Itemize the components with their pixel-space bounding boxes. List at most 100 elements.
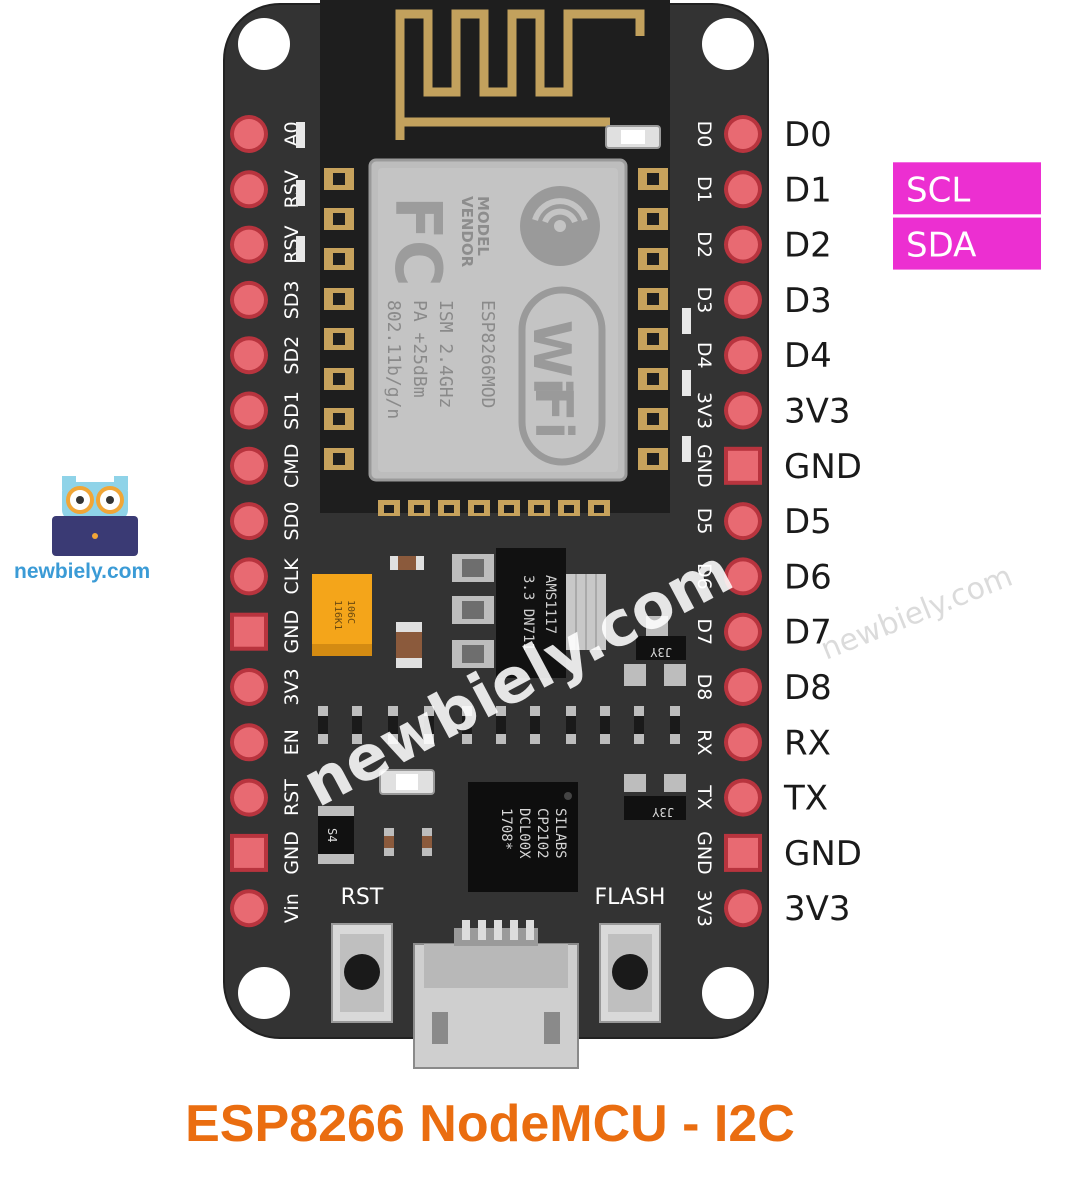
pin-pad-right-0-d0 [724,115,762,153]
left-pin-label-14: Vin [281,893,303,923]
pin-pad-right-5-3v3 [724,391,762,430]
mounting-hole-top-right [702,18,754,70]
pin-pad-left-2-rsv [230,225,268,264]
i2c-tag-label-sda: SDA [906,226,976,266]
external-pin-label-13: GND [784,834,862,874]
module-name: ESP8266MOD [477,300,498,408]
watermark-small: newbiely.com [816,559,1018,668]
pin-pad-right-12-tx [724,778,762,817]
newbiely-logo-icon [52,476,138,556]
external-pin-label-5: 3V3 [784,392,851,432]
i2c-tag-sda: SDA [893,217,1041,270]
voltage-regulator [496,548,566,678]
pin-pad-right-6-gnd [724,446,762,485]
left-pin-label-12: RST [281,779,303,816]
right-pin-label-13: GND [693,831,715,875]
usb-chip-text-3: DCL00X [516,808,532,859]
external-pin-label-1: D1 [784,170,832,210]
pin-pad-left-0-a0 [230,115,268,153]
module-std: 802.11b/g/n [383,300,404,419]
mounting-hole-bottom-left [238,967,290,1019]
right-pin-label-7: D5 [693,508,715,535]
rst-button-label: RST [341,885,384,910]
pin-pad-right-10-d8 [724,668,762,706]
module-vendor: VENDOR [458,196,476,268]
external-pin-label-14: 3V3 [784,889,851,929]
right-pin-header [724,115,762,928]
external-pin-label-7: D5 [784,502,832,542]
regulator-text-1: AMS1117 [542,575,558,634]
right-pin-label-2: D2 [693,231,715,258]
smd-jumpers [296,122,691,462]
left-pin-label-10: 3V3 [281,668,303,705]
pin-pad-right-2-d2 [724,225,762,264]
rst-button[interactable] [331,923,393,1023]
espressif-logo-icon [520,186,600,266]
flash-button[interactable] [599,923,661,1023]
i2c-tags: SCL SDA [893,162,1041,270]
pin-pad-right-4-d4 [724,336,762,375]
pin-pad-right-3-d3 [724,280,762,319]
mounting-hole-top-left [238,18,290,70]
module-ism: ISM 2.4GHz [435,300,456,408]
micro-usb-port[interactable] [413,920,579,1069]
left-pin-label-4: SD2 [281,336,303,375]
right-pin-label-9: D7 [693,618,715,645]
lower-components: S4 SILABS CP2102 DCL00X 1708* J3Y [318,774,686,892]
pin-pad-left-1-rsv [230,170,268,209]
power-components: 106C 116K1 AMS1117 3.3 DN711 J3Y [312,548,686,686]
i2c-tag-label-scl: SCL [906,170,970,210]
left-pin-label-6: CMD [281,444,303,488]
left-pin-label-9: GND [281,610,303,654]
mounting-hole-bottom-right [702,967,754,1019]
pin-pad-left-4-sd2 [230,336,268,375]
module-model: MODEL [474,196,492,256]
diagram-title: ESP8266 NodeMCU - I2C [185,1095,795,1153]
s4-label: S4 [325,828,339,842]
tantalum-capacitor [312,574,372,656]
left-pin-label-8: CLK [281,558,303,595]
left-pin-label-3: SD3 [281,281,303,320]
pin-pad-left-5-sd1 [230,391,268,430]
module-pads-right [638,168,668,470]
external-pin-label-0: D0 [784,115,832,155]
j3y-top-label: J3Y [650,645,672,659]
pin-pad-right-9-d7 [724,612,762,651]
external-pin-label-8: D6 [784,557,832,597]
regulator-text-2: 3.3 DN711 [520,575,536,651]
usb-chip-text-4: 1708* [498,808,514,850]
right-pin-label-14: 3V3 [693,890,715,927]
external-pin-label-12: TX [783,779,828,819]
external-pin-label-4: D4 [784,336,832,376]
pin-pad-left-9-gnd [230,612,268,651]
usb-uart-chip [468,782,578,892]
brand-name: newbiely.com [14,560,151,583]
j3y-bottom-label: J3Y [652,805,674,819]
left-pin-label-5: SD1 [281,391,303,430]
pin-pad-right-1-d1 [724,170,762,209]
usb-chip-text-1: SILABS [552,808,568,859]
capacitor-text-2: 116K1 [332,600,343,630]
pin-pad-right-11-rx [724,723,762,762]
external-pin-label-9: D7 [784,613,832,653]
usb-chip-text-2: CP2102 [534,808,550,859]
left-pin-label-7: SD0 [281,502,303,541]
pin-pad-left-7-sd0 [230,502,268,541]
module-pa: PA +25dBm [409,300,430,398]
pin-pad-right-13-gnd [724,833,762,872]
external-pin-label-10: D8 [784,668,832,708]
fcc-logo: FC [380,196,454,287]
pin-pad-right-8-d6 [724,557,762,596]
pcb-antenna [395,9,645,140]
module-pads-left [324,168,354,470]
pin-pad-left-10-3v3 [230,668,268,706]
right-pin-label-1: D1 [693,176,715,203]
left-pin-header [230,115,268,928]
right-pin-label-6: GND [693,444,715,488]
left-pin-labels: A0RSVRSVSD3SD2SD1CMDSD0CLKGND3V3ENRSTGND… [281,121,303,923]
capacitor-text-1: 106C [345,600,356,624]
i2c-tag-scl: SCL [893,162,1041,215]
